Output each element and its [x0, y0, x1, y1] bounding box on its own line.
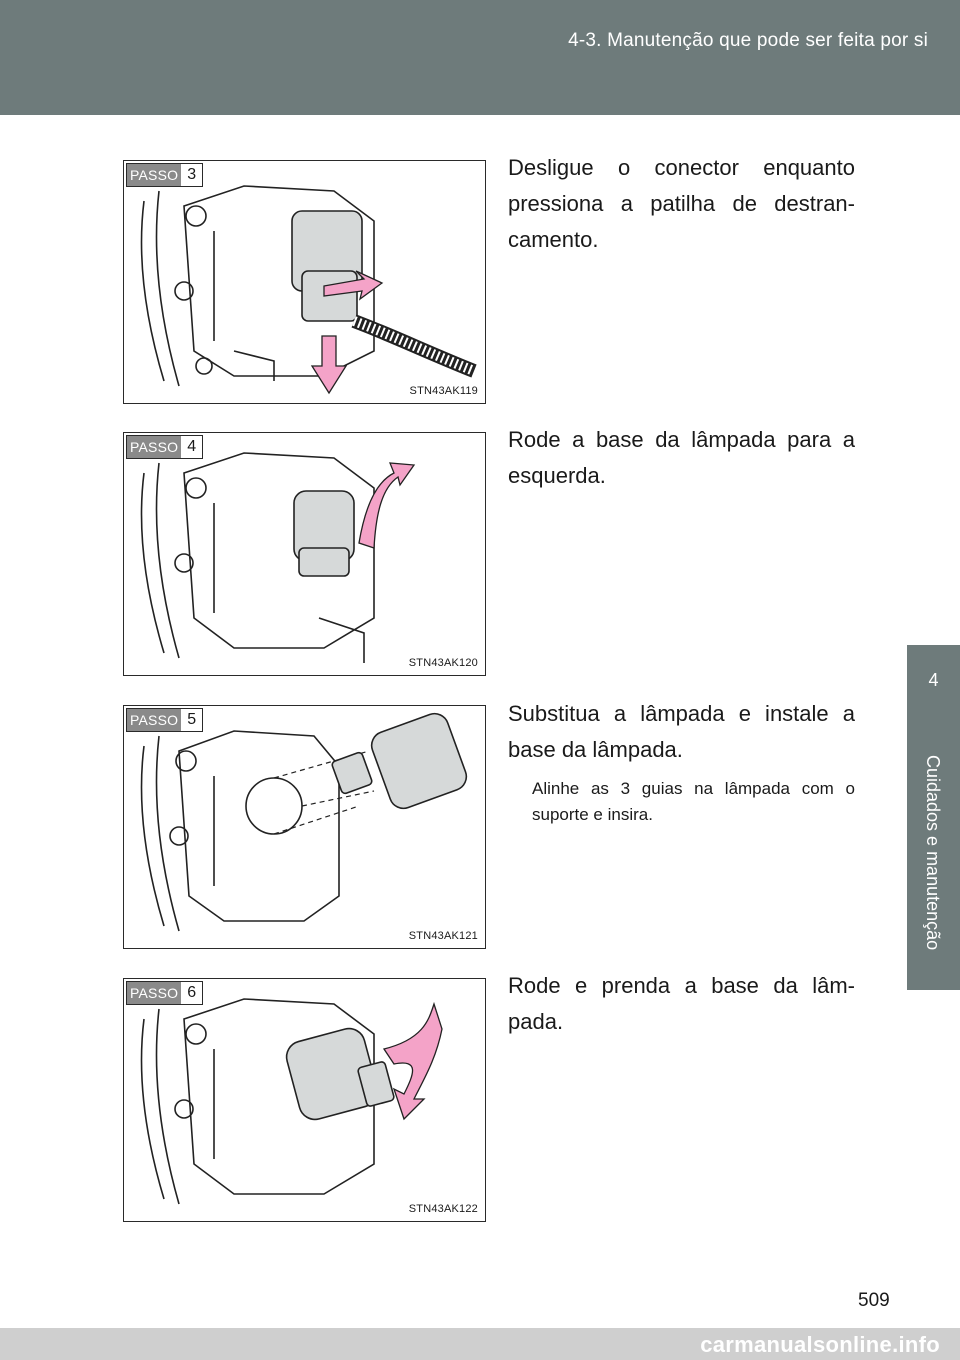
figure-code: STN43AK122: [408, 1203, 478, 1215]
page-header: 4-3. Manutenção que pode ser feita por s…: [0, 0, 960, 115]
bulb-base-lock-illustration: [140, 998, 443, 1205]
chapter-number: 4: [928, 670, 939, 690]
figure-code: STN43AK119: [409, 385, 478, 397]
step-badge-number: 5: [181, 709, 203, 731]
step-5-text: Substitua a lâmpada e instale a base da …: [508, 701, 855, 762]
step-badge-word: PASSO: [127, 436, 182, 458]
step-badge-word: PASSO: [127, 164, 182, 186]
step-badge: PASSO 5: [126, 708, 204, 732]
figure-step-6: PASSO 6 STN43AK122: [123, 978, 486, 1222]
section-title: 4-3. Manutenção que pode ser feita por s…: [568, 30, 928, 51]
step-badge-number: 6: [181, 982, 203, 1004]
step-badge-word: PASSO: [127, 982, 182, 1004]
figure-code: STN43AK120: [408, 657, 478, 669]
step-3-text: Desligue o conector enquanto pressiona a…: [508, 155, 855, 252]
step-badge: PASSO 6: [126, 981, 204, 1005]
figure-step-3: PASSO 3 STN43AK119: [123, 160, 486, 404]
step-badge: PASSO 3: [126, 163, 204, 187]
step-badge-number: 3: [181, 164, 203, 186]
chapter-tab: 4 Cuidados e manutenção: [907, 645, 960, 990]
figure-step-5: PASSO 5 STN43AK121: [123, 705, 486, 949]
chapter-label: Cuidados e manutenção: [923, 755, 943, 951]
step-badge-word: PASSO: [127, 709, 182, 731]
figure-code: STN43AK121: [408, 930, 478, 942]
page-footer: carmanualsonline.info: [0, 1328, 960, 1360]
figure-step-4: PASSO 4 STN43AK120: [123, 432, 486, 676]
step-5-note: Alinhe as 3 guias na lâmpada com o supor…: [532, 779, 855, 824]
headlamp-connector-illustration: [140, 185, 477, 395]
step-6-text: Rode e prenda a base da lâm-pada.: [508, 973, 855, 1034]
step-badge-number: 4: [181, 436, 203, 458]
step-badge: PASSO 4: [126, 435, 204, 459]
step-4-text: Rode a base da lâmpada para a esquerda.: [508, 427, 855, 488]
bulb-replace-illustration: [140, 712, 468, 932]
bulb-base-rotate-left-illustration: [140, 452, 416, 663]
watermark: carmanualsonline.info: [700, 1332, 940, 1357]
page-number: 509: [858, 1290, 890, 1311]
